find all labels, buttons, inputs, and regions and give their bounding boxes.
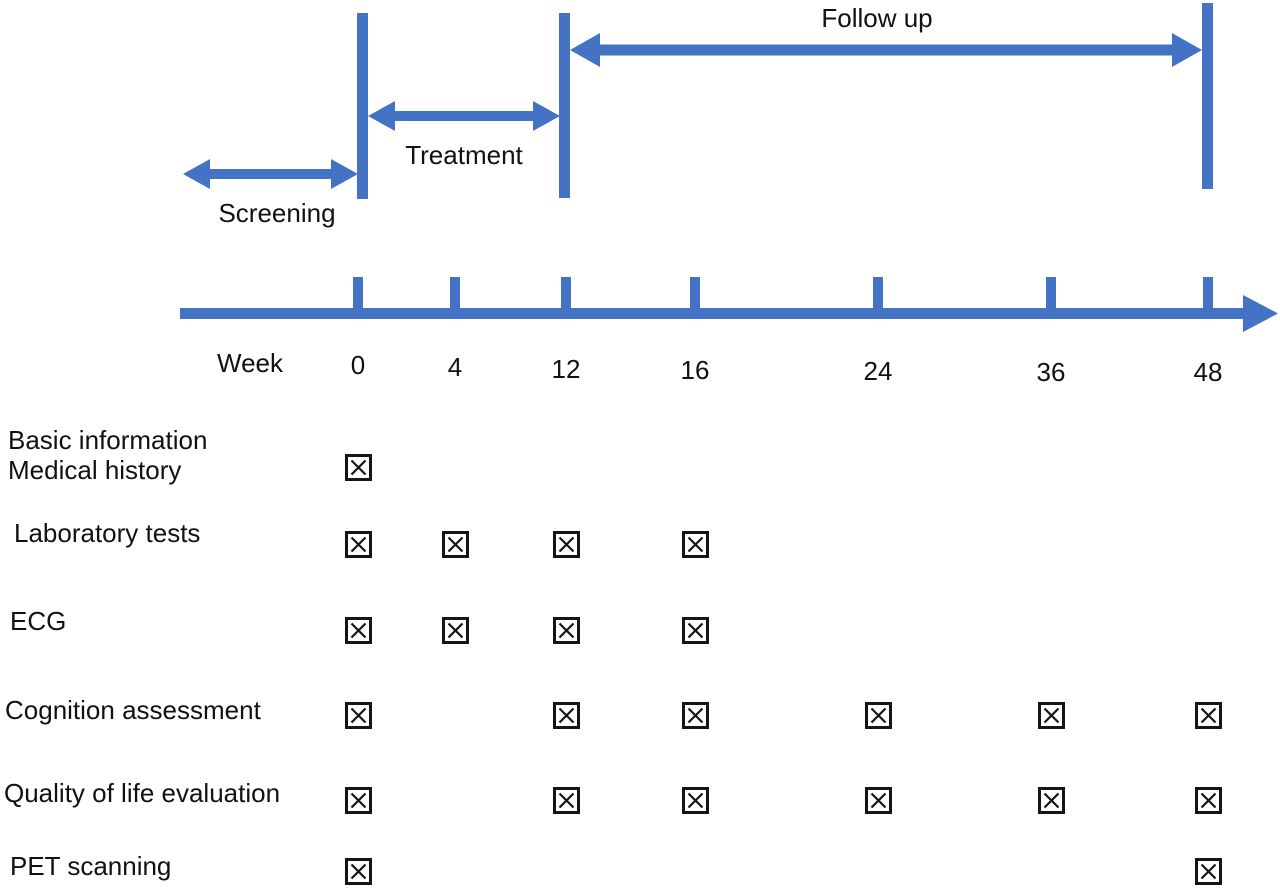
timeline-axis <box>180 308 1243 319</box>
row-label-line: Laboratory tests <box>14 518 201 548</box>
row-label: Laboratory tests <box>14 518 200 548</box>
checked-box-icon <box>865 787 892 814</box>
week-tick-label: 16 <box>680 355 710 385</box>
checked-box-icon <box>1195 702 1222 729</box>
checked-box-icon <box>1195 858 1222 885</box>
row-label-line: Cognition assessment <box>5 695 261 725</box>
checked-box-icon <box>345 702 372 729</box>
checked-box-icon <box>682 617 709 644</box>
milestone-bar-week-0 <box>357 13 368 199</box>
row-label: Quality of life evaluation <box>4 778 280 808</box>
week-tick-label: 24 <box>863 356 893 386</box>
checked-box-icon <box>345 787 372 814</box>
axis-tick <box>561 277 571 311</box>
axis-tick <box>450 277 460 311</box>
checked-box-icon <box>553 531 580 558</box>
week-tick-label: 48 <box>1193 357 1223 387</box>
checked-box-icon <box>553 617 580 644</box>
checked-box-icon <box>1038 702 1065 729</box>
axis-ticks <box>353 277 1213 311</box>
checked-box-icon <box>1038 787 1065 814</box>
checked-box-icon <box>682 531 709 558</box>
axis-tick <box>1046 277 1056 311</box>
timeline-axis-arrowhead <box>1243 295 1278 332</box>
axis-tick <box>1203 277 1213 311</box>
followup-label: Follow up <box>821 3 933 33</box>
milestone-bar-week-48 <box>1202 3 1213 189</box>
screening-label: Screening <box>218 198 336 228</box>
checked-box-icon <box>345 858 372 885</box>
row-label-line: Basic information <box>8 425 208 455</box>
row-label-line: ECG <box>10 606 67 636</box>
treatment-arrow <box>368 101 560 131</box>
week-tick-label: 36 <box>1036 357 1066 387</box>
checked-box-icon <box>345 454 372 481</box>
checked-box-icon <box>682 702 709 729</box>
week-tick-label: 12 <box>551 354 581 384</box>
axis-tick <box>353 277 363 311</box>
checked-box-icon <box>865 702 892 729</box>
checked-box-icon <box>553 702 580 729</box>
screening-arrow <box>183 159 358 189</box>
week-axis-label: Week <box>217 348 283 378</box>
row-label: ECG <box>10 606 66 636</box>
row-label: Cognition assessment <box>5 695 261 725</box>
followup-arrow <box>570 33 1202 67</box>
checked-box-icon <box>442 617 469 644</box>
checked-box-icon <box>553 787 580 814</box>
checked-box-icon <box>682 787 709 814</box>
row-label: PET scanning <box>10 851 171 881</box>
week-tick-label: 0 <box>350 350 366 380</box>
axis-tick <box>873 277 883 311</box>
treatment-label: Treatment <box>405 140 523 170</box>
checked-box-icon <box>442 531 469 558</box>
checked-box-icon <box>1195 787 1222 814</box>
checked-box-icon <box>345 531 372 558</box>
milestone-bar-week-12 <box>559 13 570 198</box>
timeline-graphics <box>180 3 1278 332</box>
row-label-line: PET scanning <box>10 851 172 881</box>
week-tick-label: 4 <box>447 352 463 382</box>
checked-box-icon <box>345 617 372 644</box>
axis-tick <box>690 277 700 311</box>
row-label-line: Medical history <box>8 455 182 485</box>
row-label-line: Quality of life evaluation <box>4 778 281 808</box>
